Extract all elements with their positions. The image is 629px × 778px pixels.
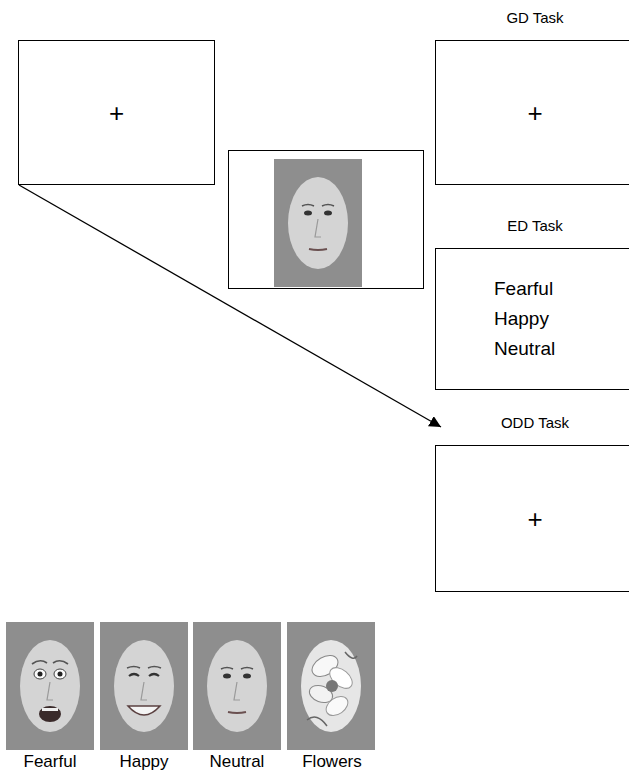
stimulus-box bbox=[229, 151, 424, 289]
fixation-cross: + bbox=[527, 504, 542, 534]
fearful-face-sample bbox=[6, 622, 94, 750]
task-title: ED Task bbox=[435, 216, 629, 240]
stimulus-label: Flowers bbox=[285, 752, 379, 772]
flower-sample bbox=[287, 622, 375, 750]
screen-frame: + bbox=[435, 445, 629, 592]
fixation-panel: + bbox=[18, 40, 215, 185]
fixation-cross: + bbox=[109, 98, 124, 128]
fixation-cross: + bbox=[527, 98, 542, 128]
stimulus-label: Happy bbox=[97, 752, 191, 772]
neutral-face-stimulus bbox=[274, 159, 362, 287]
screen-frame: + bbox=[435, 40, 629, 185]
task-panel: GD Task + bbox=[435, 8, 629, 185]
neutral-face-sample bbox=[193, 622, 281, 750]
response-option: Neutral bbox=[494, 334, 555, 364]
screen-frame: + bbox=[18, 40, 215, 185]
response-option: Happy bbox=[494, 304, 549, 334]
task-panel: ODD Task + bbox=[435, 413, 629, 592]
stimulus-label: Fearful bbox=[3, 752, 97, 772]
sequence-arrow bbox=[19, 185, 441, 427]
screen-frame: FearfulHappyNeutral bbox=[435, 248, 629, 390]
task-title: GD Task bbox=[435, 8, 629, 32]
happy-face-sample bbox=[100, 622, 188, 750]
stimulus-label: Neutral bbox=[190, 752, 284, 772]
task-title: ODD Task bbox=[435, 413, 629, 437]
task-panel: ED TaskFearfulHappyNeutral bbox=[435, 216, 629, 390]
response-option: Fearful bbox=[494, 274, 553, 304]
